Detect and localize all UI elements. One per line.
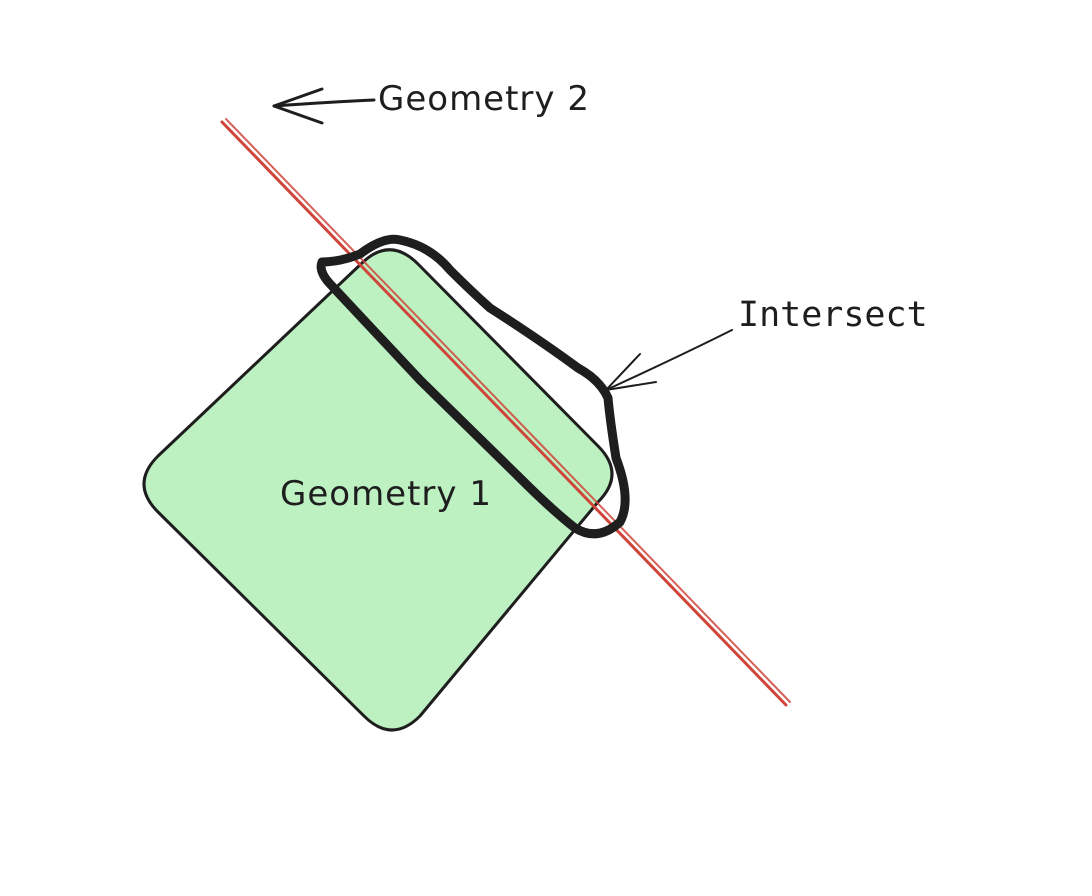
geometry-2-label: Geometry 2 bbox=[378, 79, 590, 119]
intersect-highlight-loop bbox=[316, 234, 630, 539]
intersect-arrow bbox=[605, 329, 733, 391]
geometry-1-label: Geometry 1 bbox=[280, 474, 492, 514]
geometry-2-line[interactable] bbox=[220, 118, 791, 707]
geometry-2-arrow bbox=[272, 87, 376, 125]
intersect-label: Intersect bbox=[738, 295, 928, 335]
geometry-1-shape[interactable] bbox=[142, 248, 614, 732]
